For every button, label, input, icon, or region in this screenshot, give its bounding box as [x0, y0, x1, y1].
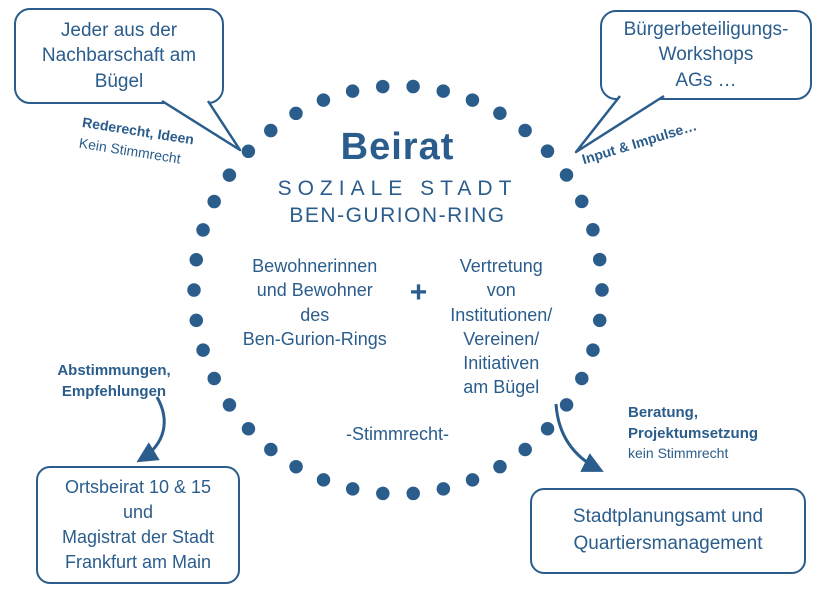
voting-right-note: -Stimmrecht-	[346, 423, 449, 444]
group-residents: Bewohnerinnen und Bewohner des Ben-Gurio…	[242, 256, 387, 349]
annotation-abstimmungen: Abstimmungen, Empfehlungen	[57, 362, 171, 400]
plus-sign: +	[409, 276, 428, 309]
annotation-input-impulse: Input & Impulse…	[580, 117, 698, 167]
member-groups: Bewohnerinnen und Bewohner des Ben-Gurio…	[205, 254, 590, 400]
subtitle-soziale-stadt: SOZIALE STADT	[277, 177, 518, 200]
box-ortsbeirat-magistrat-text: Ortsbeirat 10 & 15 und Magistrat der Sta…	[61, 476, 215, 573]
speech-bubble-workshops-text: Bürgerbeteiligungs- Workshops AGs …	[623, 19, 789, 91]
page-title: Beirat	[340, 126, 455, 168]
circle-content: Beirat SOZIALE STADT BEN-GURION-RING Bew…	[205, 126, 590, 445]
box-stadtplanungsamt-text: Stadtplanungsamt und Quartiersmanagement	[572, 506, 764, 554]
annotation-rederecht: Rederecht, Ideen Kein Stimmrecht	[77, 112, 195, 171]
speech-bubble-workshops: Bürgerbeteiligungs- Workshops AGs …	[600, 10, 812, 100]
annotation-beratung: Beratung, Projektumsetzung kein Stimmrec…	[628, 402, 758, 464]
box-stadtplanungsamt: Stadtplanungsamt und Quartiersmanagement	[530, 488, 806, 574]
arrow-to-ortsbeirat	[136, 396, 166, 463]
annotation-input-impulse-text: Input & Impulse…	[580, 117, 699, 168]
annotation-beratung-note: kein Stimmrecht	[628, 445, 729, 461]
subtitle-ben-gurion-ring: BEN-GURION-RING	[289, 204, 506, 227]
speech-bubble-neighbourhood: Jeder aus der Nachbarschaft am Bügel	[14, 8, 224, 104]
annotation-beratung-bold: Beratung, Projektumsetzung	[628, 404, 759, 442]
group-institutions: Vertretung von Institutionen/ Vereinen/ …	[450, 256, 553, 398]
box-ortsbeirat-magistrat: Ortsbeirat 10 & 15 und Magistrat der Sta…	[36, 466, 240, 584]
speech-bubble-neighbourhood-text: Jeder aus der Nachbarschaft am Bügel	[41, 20, 197, 92]
